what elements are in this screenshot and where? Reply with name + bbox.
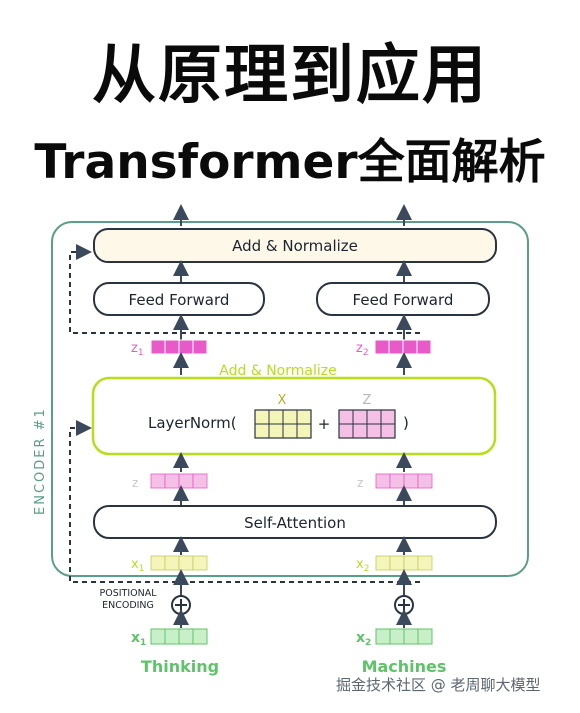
watermark: 掘金技术社区 @ 老周聊大模型 (336, 676, 541, 694)
encoder-label: ENCODER #1 (33, 407, 48, 515)
z2-vector (374, 339, 432, 355)
feed-forward-label-left: Feed Forward (129, 291, 230, 309)
layernorm-x-matrix (254, 409, 312, 439)
x2-label-green: x2 (356, 630, 371, 648)
layernorm-z-matrix (338, 409, 396, 439)
residual-dashed-mid (69, 420, 420, 583)
self-attention-box (93, 505, 497, 539)
residual-dashed-top (69, 244, 420, 334)
layernorm-x-label: X (278, 393, 287, 408)
feed-forward-label-right: Feed Forward (353, 291, 454, 309)
add-normalize-mid-label: Add & Normalize (219, 363, 336, 379)
add-normalize-top-label: Add & Normalize (232, 237, 358, 255)
z1-vector (150, 339, 208, 355)
z1-label: z1 (131, 341, 144, 358)
title-line-2: Transformer全面解析 (34, 135, 546, 190)
layernorm-z-label: Z (363, 393, 372, 408)
zsmall-label-left: z (132, 476, 138, 490)
encoding-label: ENCODING (102, 600, 154, 611)
word-thinking: Thinking (141, 657, 219, 676)
add-normalize-top-box (93, 228, 497, 263)
z2-label: z2 (356, 341, 369, 358)
x2-vector-green (375, 628, 433, 645)
layernorm-text: LayerNorm( (148, 414, 237, 432)
x1-vector-yellow (150, 555, 208, 571)
add-circle-right-icon (394, 595, 414, 615)
word-machines: Machines (362, 657, 447, 676)
x1-label-yellow: x1 (131, 557, 144, 574)
x1-vector-green (150, 628, 208, 645)
add-circle-left-icon (171, 595, 191, 615)
self-attention-label: Self-Attention (244, 514, 346, 532)
positional-label: POSITIONAL (99, 588, 157, 599)
zsmall-vector-right (375, 473, 433, 489)
encoder-border (51, 221, 529, 577)
layernorm-close: ) (403, 414, 409, 432)
zsmall-label-right: z (357, 476, 363, 490)
title-line-1: 从原理到应用 (92, 39, 488, 113)
layernorm-plus: + (318, 415, 331, 433)
x2-vector-yellow (375, 555, 433, 571)
x2-label-yellow: x2 (356, 557, 369, 574)
x1-label-green: x1 (131, 630, 146, 648)
zsmall-vector-left (150, 473, 208, 489)
